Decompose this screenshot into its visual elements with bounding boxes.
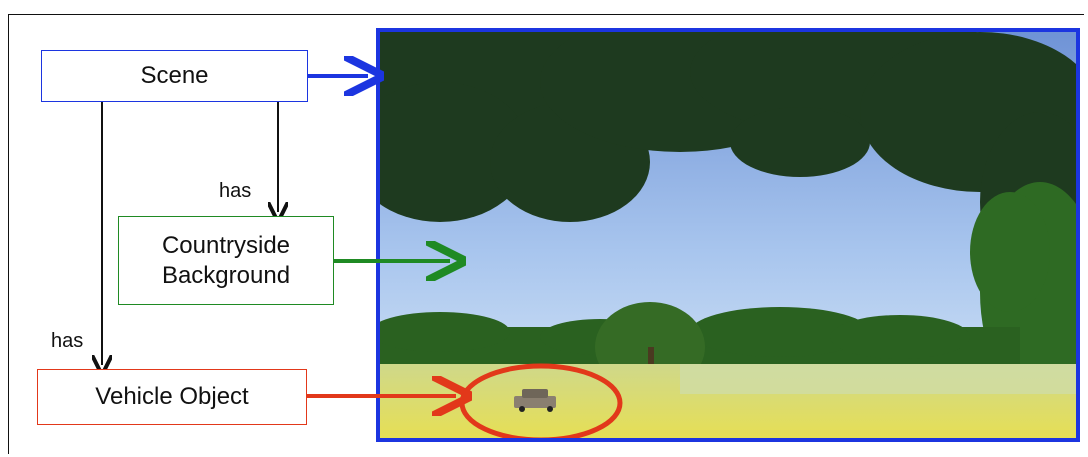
has-label-background: has — [219, 180, 252, 202]
vehicle-object-label: Vehicle Object — [95, 383, 249, 410]
scene-label: Scene — [140, 62, 209, 89]
diagram-frame — [8, 14, 1084, 454]
vehicle-car — [514, 389, 556, 412]
has-label-vehicle: has — [51, 330, 84, 352]
countryside-background-node: Countryside Background — [118, 216, 334, 305]
countryside-photo — [376, 28, 1080, 442]
vehicle-object-node: Vehicle Object — [37, 369, 307, 425]
countryside-background-label: Countryside Background — [161, 231, 291, 289]
scene-node: Scene — [41, 50, 308, 102]
tree-line — [380, 302, 1020, 392]
tree-canopy — [380, 32, 1076, 292]
